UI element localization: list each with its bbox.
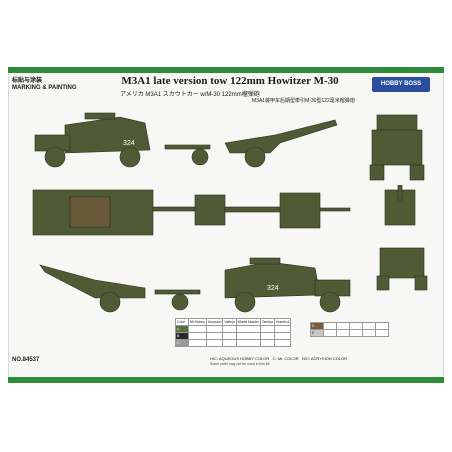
color-col-header: Mr.Hobby	[188, 318, 207, 326]
subtitle-jp: アメリカ M3A1 スカウトカー w/M-30 122mm榴弾砲	[120, 92, 260, 98]
front-view	[369, 114, 425, 181]
subtitle-cn: M3A1装甲车后期型牵引M-30型122毫米榴弹炮	[252, 98, 355, 104]
marking-label-cn: 标贴与涂装	[12, 78, 43, 84]
legend-mr-color: C: Mr. COLOR	[272, 356, 299, 361]
color-row-letter: B	[175, 332, 189, 340]
color-row-letter: D	[310, 322, 324, 330]
color-table-right: D E	[310, 322, 389, 337]
color-table-left: Color Mr.Hobby Acrysion Vallejo Model Ma…	[175, 318, 292, 347]
color-col-header: Color	[175, 318, 189, 326]
legend-acrysion: N/C: ACRYSION COLOR	[301, 356, 348, 361]
top-view	[32, 189, 351, 236]
paint-legend: H/C: AQUEOUS HOBBY COLOR C: Mr. COLOR N/…	[210, 356, 347, 361]
top-green-bar	[8, 67, 444, 73]
color-col-header: Vallejo	[222, 318, 237, 326]
bottom-green-bar	[8, 377, 444, 383]
footnote: Some parts may not be used in this kit.	[210, 362, 271, 366]
color-row-letter: C	[175, 339, 189, 347]
color-col-header: Tamiya	[259, 318, 275, 326]
color-col-header: Acrysion	[205, 318, 224, 326]
color-col-header: Model Master	[235, 318, 261, 326]
side-view-top: 324	[34, 112, 338, 168]
color-col-header: Humbrol	[273, 318, 292, 326]
vehicle-number-bottom: 324	[267, 285, 279, 292]
vehicle-number-top: 324	[123, 140, 135, 147]
rear-view	[376, 247, 428, 291]
marking-header: 标贴与涂装 MARKING & PAINTING	[12, 78, 77, 92]
color-row-letter: A	[175, 325, 189, 333]
marking-label-en: MARKING & PAINTING	[12, 85, 77, 91]
product-number: NO.84537	[12, 357, 40, 363]
page-title: M3A1 late version tow 122mm Howitzer M-3…	[121, 75, 339, 87]
side-view-bottom: 324	[39, 257, 351, 313]
brand-logo: HOBBY BOSS	[372, 77, 430, 92]
legend-aqueous: H/C: AQUEOUS HOBBY COLOR	[210, 356, 270, 361]
color-row-letter: E	[310, 329, 324, 337]
howitzer-top-view	[384, 185, 416, 226]
